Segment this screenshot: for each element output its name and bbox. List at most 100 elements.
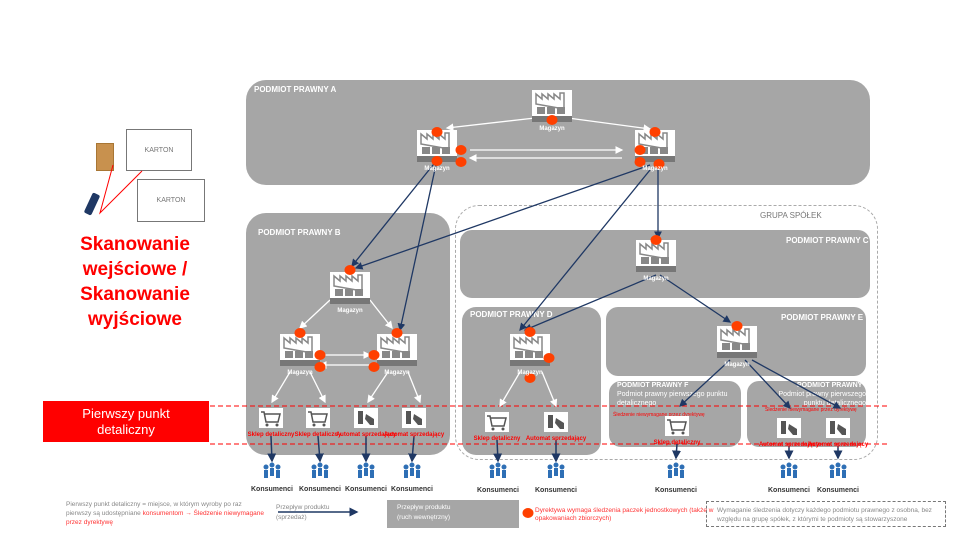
tracking-required-dot — [314, 350, 326, 360]
consumers-icon — [403, 462, 421, 478]
sale-flow-arrow — [397, 159, 438, 332]
internal-flow-arrow — [407, 371, 422, 404]
tracking-required-dot — [294, 328, 306, 338]
consumers-label: Konsumenci — [250, 486, 294, 493]
internal-flow-arrow — [445, 117, 536, 132]
shop-label: Sklep detaliczny — [247, 432, 295, 438]
group-label: GRUPA SPÓŁEK — [760, 211, 822, 220]
shop-label: Sklep detaliczny — [653, 440, 701, 446]
sale-flow-arrow — [519, 169, 651, 332]
warehouse-icon — [717, 326, 757, 358]
consumers-label: Konsumenci — [654, 487, 698, 494]
sale-flow-arrow — [314, 435, 324, 463]
consumers-icon — [780, 462, 798, 478]
shop-label: Automat sprzedający — [335, 432, 397, 438]
shopping-cart-icon — [259, 408, 283, 428]
consumers-label: Konsumenci — [476, 487, 520, 494]
tracking-required-dot — [524, 327, 536, 337]
vending-machine-icon — [354, 408, 378, 428]
sale-flow-arrow — [493, 439, 503, 463]
karton-label: KARTON — [156, 197, 186, 204]
consumers-label: Konsumenci — [816, 487, 860, 494]
warehouse-label: Magazyn — [517, 370, 543, 376]
tracking-required-dot — [649, 127, 661, 137]
shopping-cart-icon — [665, 416, 689, 436]
sale-flow-arrow — [744, 359, 791, 409]
internal-flow-arrow — [309, 371, 326, 404]
tracking-required-dot — [455, 145, 467, 155]
tracking-required-dot — [524, 373, 536, 383]
internal-flow-arrow — [541, 371, 558, 408]
tracking-required-dot — [431, 127, 443, 137]
sale-flow-arrow — [408, 435, 418, 463]
consumers-icon — [263, 462, 281, 478]
warehouse-label: Magazyn — [337, 308, 363, 314]
consumers-label: Konsumenci — [298, 486, 342, 493]
tracking-required-dot — [368, 362, 380, 372]
consumers-label: Konsumenci — [534, 487, 578, 494]
warehouse-label: Magazyn — [539, 126, 565, 132]
scan-beam — [99, 164, 143, 215]
legend-definition: Pierwszy punkt detaliczny = miejsce, w k… — [66, 500, 266, 527]
warehouse-label: Magazyn — [287, 370, 313, 376]
tracking-required-dot — [314, 362, 326, 372]
sale-flow-arrow — [751, 359, 842, 409]
legend-definition-red: konsumentom → Śledzenie niewymagane prze… — [66, 510, 265, 526]
entity-g-title: PODMIOT PRAWNY G — [797, 382, 870, 389]
tracking-required-dot — [543, 353, 555, 363]
vending-machine-icon — [777, 418, 801, 438]
sale-flow-arrow — [679, 359, 731, 407]
shop-label: Automat sprzedający — [383, 432, 445, 438]
tracking-required-dot — [455, 157, 467, 167]
tracking-not-required-f: Śledzenie niewymagane przez dyrektywę — [613, 412, 705, 418]
warehouse-label: Magazyn — [642, 166, 668, 172]
warehouse-icon — [330, 272, 370, 304]
consumers-icon — [357, 462, 375, 478]
internal-flow-arrow — [271, 371, 291, 404]
karton-label: KARTON — [144, 146, 174, 154]
consumers-icon — [547, 462, 565, 478]
shopping-cart-icon — [485, 412, 509, 432]
consumers-icon — [667, 462, 685, 478]
internal-flow-arrow — [299, 299, 331, 329]
first-retail-point-label: Pierwszy punkt detaliczny — [43, 401, 209, 442]
consumers-label: Konsumenci — [390, 486, 434, 493]
karton-box-1: KARTON — [126, 129, 192, 171]
tracking-required-dot — [653, 159, 665, 169]
warehouse-label: Magazyn — [724, 362, 750, 368]
entity-c-title: PODMIOT PRAWNY C — [786, 236, 869, 245]
vending-machine-icon — [544, 412, 568, 432]
legend-definition-text: Pierwszy punkt detaliczny = miejsce, w k… — [66, 501, 242, 517]
tracking-required-dot — [344, 265, 356, 275]
tracking-required-dot — [650, 235, 662, 245]
shopping-cart-icon — [306, 408, 330, 428]
entity-d-title: PODMIOT PRAWNY D — [470, 310, 553, 319]
shop-label: Automat sprzedający — [807, 442, 869, 448]
sale-flow-arrow — [523, 274, 657, 332]
entity-f-title: PODMIOT PRAWNY F — [617, 382, 689, 389]
tracking-not-required-g: Śledzenie niewymagane przez dyrektywę — [765, 407, 857, 413]
legend-internal-flow: Przepływ produktu (ruch wewnętrzny) — [387, 500, 519, 528]
shop-label: Sklep detaliczny — [294, 432, 342, 438]
vending-machine-icon — [826, 418, 850, 438]
internal-flow-arrow — [567, 117, 652, 133]
shop-label: Sklep detaliczny — [473, 436, 521, 442]
tracking-required-dot — [368, 350, 380, 360]
warehouse-label: Magazyn — [424, 166, 450, 172]
sale-flow-arrow — [354, 164, 651, 270]
sale-flow-arrow — [672, 443, 682, 460]
tracking-required-dot — [546, 115, 558, 125]
legend-dot: Dyrektywa wymaga śledzenia paczek jednos… — [535, 507, 714, 522]
warehouse-label: Magazyn — [384, 370, 410, 376]
sale-flow-arrow — [351, 159, 438, 268]
shop-label: Automat sprzedający — [525, 436, 587, 442]
tracking-required-dot — [634, 157, 646, 167]
internal-flow-arrow — [369, 299, 393, 330]
entity-e-title: PODMIOT PRAWNY E — [781, 313, 864, 322]
tracking-required-dot — [391, 328, 403, 338]
shop-label: Automat sprzedający — [758, 442, 820, 448]
warehouse-icon — [377, 334, 417, 366]
legend-dot-icon — [522, 508, 534, 518]
entity-f-subtitle: Podmiot prawny pierwszego punktu detalic… — [617, 391, 728, 407]
